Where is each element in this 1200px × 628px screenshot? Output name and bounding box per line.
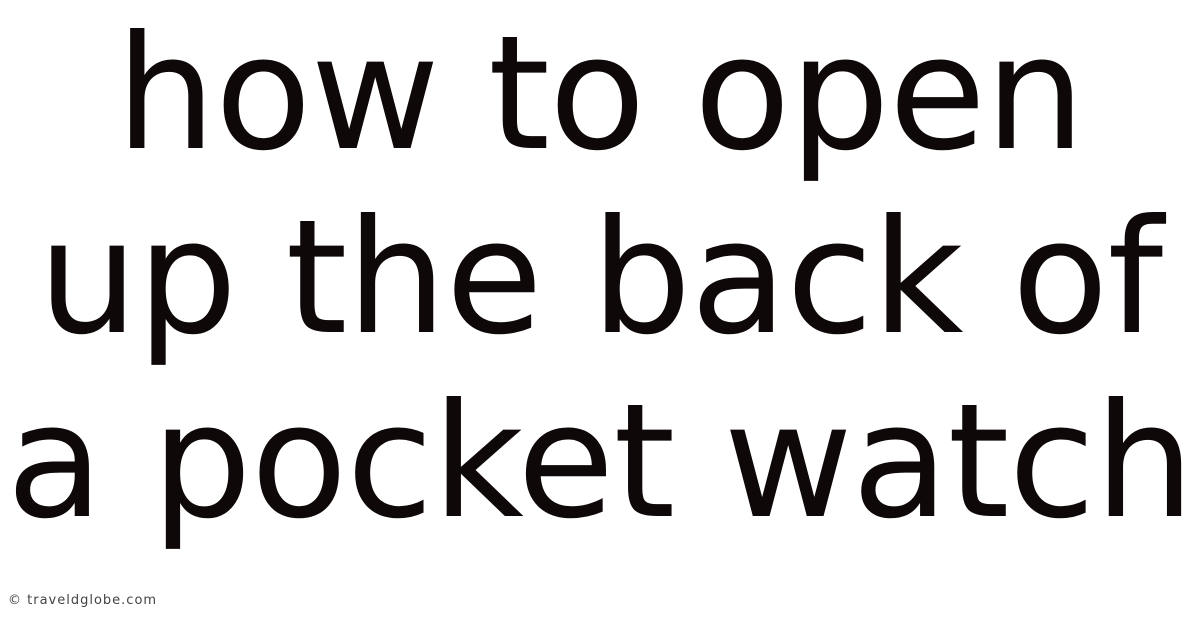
headline-line-2: up the back of (37, 186, 1163, 370)
headline: how to open up the back of a pocket watc… (6, 2, 1194, 554)
headline-line-3: a pocket watch (6, 370, 1194, 554)
headline-line-1: how to open (115, 2, 1085, 186)
copyright-watermark: © traveldglobe.com (8, 593, 158, 608)
